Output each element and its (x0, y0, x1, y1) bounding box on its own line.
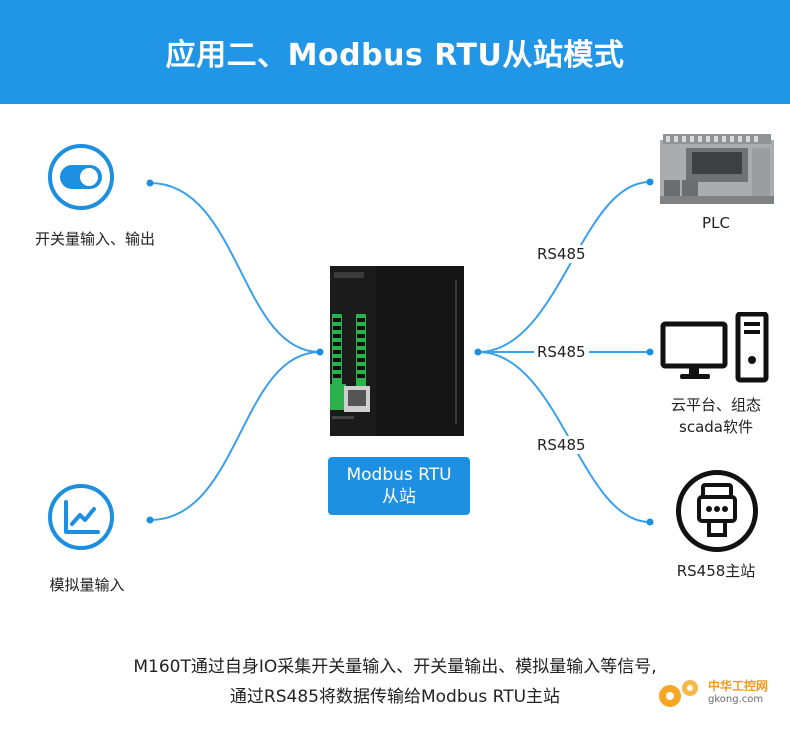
watermark-text-url: gkong.com (708, 694, 764, 705)
label-cloud-line2: scada软件 (679, 418, 753, 436)
rs485-label-mid: RS485 (534, 343, 589, 361)
label-cloud-line1: 云平台、组态 (670, 396, 761, 414)
serial-connector-icon (676, 470, 758, 552)
watermark-logo: 中华工控网 gkong.com (654, 674, 784, 714)
device-caption-line1: Modbus RTU (346, 465, 452, 485)
device-caption-line2: 从站 (382, 487, 416, 507)
page-title: 应用二、Modbus RTU从站模式 (165, 38, 625, 73)
label-cloud-scada: 云平台、组态 scada软件 (655, 394, 777, 438)
label-digital-io: 开关量输入、输出 (34, 230, 155, 248)
link-device-to-plc (477, 181, 651, 353)
link-switch-to-device (149, 182, 321, 353)
label-analog-input: 模拟量输入 (49, 576, 125, 594)
toggle-switch-icon (48, 144, 114, 210)
header-banner: 应用二、Modbus RTU从站模式 (0, 0, 790, 104)
computer-icon (660, 312, 769, 383)
rs485-label-bottom: RS485 (534, 436, 589, 454)
analog-wave-icon (48, 484, 114, 550)
footer-line1: M160T通过自身IO采集开关量输入、开关量输出、模拟量输入等信号, (133, 657, 657, 677)
device-caption: Modbus RTU 从站 (328, 457, 470, 515)
m160t-device-image (330, 266, 464, 436)
footer-line2: 通过RS485将数据传输给Modbus RTU主站 (229, 687, 561, 707)
label-rs458-master: RS458主站 (676, 562, 756, 580)
label-plc: PLC (702, 214, 730, 232)
link-analog-to-device (149, 351, 321, 521)
watermark-text-cn: 中华工控网 (708, 679, 769, 693)
gear-logo-icon (659, 680, 698, 707)
rs485-label-top: RS485 (534, 245, 589, 263)
plc-icon (660, 134, 774, 204)
